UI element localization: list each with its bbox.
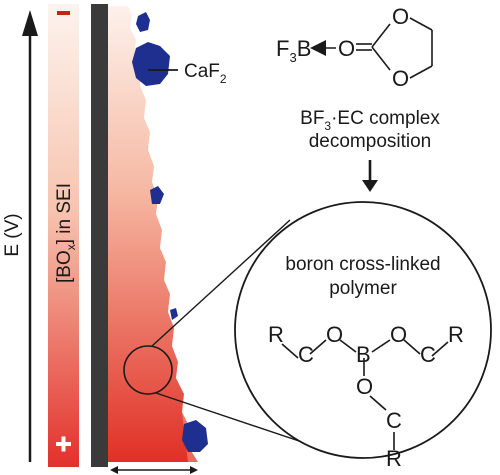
carbonyl-oxygen: O [338,36,355,61]
caption-line-1: BF3·EC complex [300,108,440,133]
arrow-right-icon [190,466,198,474]
potential-axis: E (V) [2,10,38,462]
caf2-particle [136,12,150,32]
caf2-label: CaF2 [184,61,227,86]
atom-r-right: R [448,322,464,347]
boron-gradient-bar: − + [BOx] in SEI [48,4,79,467]
polymer-zoom-circle: boron cross-linked polymer R C O B O C R… [234,201,492,471]
bf3-label: F3B [276,36,311,65]
plus-sign-icon [56,436,71,452]
caption-line-2: decomposition [309,131,432,152]
zoom-indicator [123,219,321,449]
caf2-particles [132,12,208,452]
atom-r-left: R [268,322,284,347]
caf2-particle [170,308,178,320]
bar-label: [BOx] in SEI [54,183,78,283]
minus-sign-icon [57,11,70,15]
bf3-ec-complex: F3B O O O [276,4,433,91]
arrow-left-icon [110,466,118,474]
polymer-structure [281,339,449,450]
atom-c-bottom: C [386,408,402,433]
ring-oxygen-bottom: O [392,66,409,91]
thickness-arrow [110,466,198,474]
polymer-title-line-1: boron cross-linked [285,254,440,275]
atom-b-center: B [356,342,371,367]
polymer-title-line-2: polymer [329,278,397,299]
reaction-arrow [362,160,378,192]
caf2-callout: CaF2 [148,61,227,86]
arrow-down-icon [362,180,378,192]
atom-r-bottom: R [386,446,402,471]
atom-c-right: C [420,342,436,367]
complex-caption: BF3·EC complex decomposition [300,108,440,152]
electrode [91,4,108,467]
caf2-particle [150,186,164,204]
atom-o-left: O [326,322,343,347]
axis-label: E (V) [2,213,23,256]
caf2-particle [132,42,170,86]
atom-o-right: O [390,322,407,347]
axis-arrowhead-icon [22,10,38,36]
atom-o-bottom: O [356,374,373,399]
atom-c-left: C [298,342,314,367]
ring-oxygen-top: O [392,4,409,29]
caf2-particle [182,420,208,452]
